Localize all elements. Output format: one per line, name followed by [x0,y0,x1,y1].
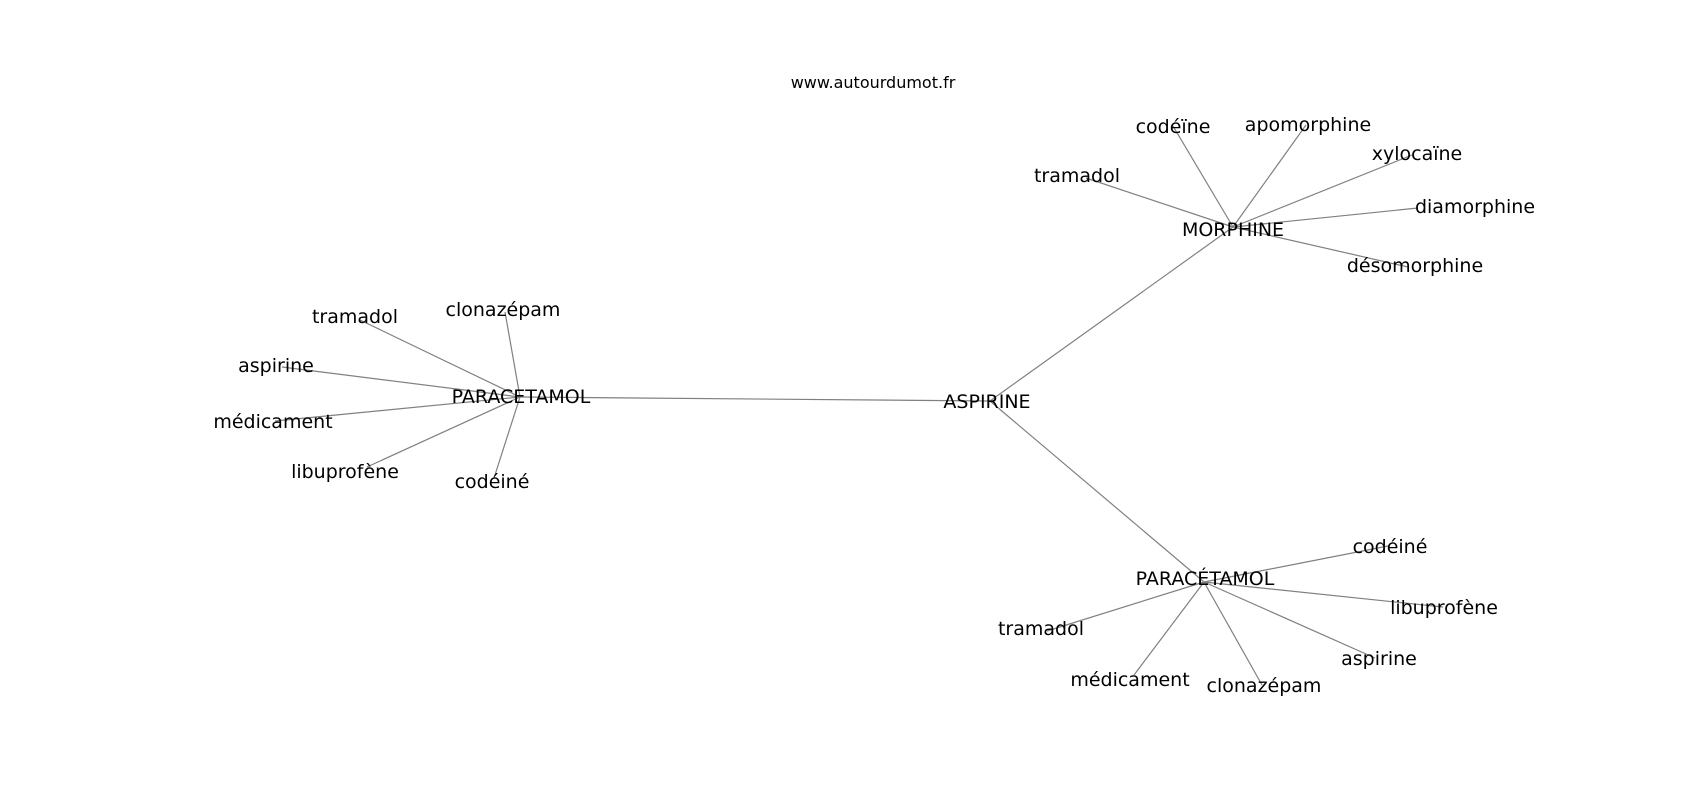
node-label-l-tramadol[interactable]: tramadol [312,306,398,328]
node-label-p-aspirine[interactable]: aspirine [1341,648,1417,670]
node-label-p-clonazepam[interactable]: clonazépam [1207,675,1322,697]
edge-aspirine_center-morphine [989,226,1234,402]
node-label-l-aspirine[interactable]: aspirine [238,355,314,377]
label-layer: ASPIRINE PARACETAMOL MORPHINE PARACÉTAMOL tr… [213,114,1535,697]
edge-morphine-m_apomorphine [1232,124,1307,228]
node-label-l-libuprofene[interactable]: libuprofène [291,461,399,483]
edge-paracetamol_left-l_aspirine [281,366,521,398]
edge-aspirine_center-paracetamol_accent [989,400,1205,583]
node-label-p-libuprofene[interactable]: libuprofène [1390,597,1498,619]
node-label-m-codeine[interactable]: codéïne [1136,116,1211,138]
node-label-paracetamol-accent[interactable]: PARACÉTAMOL [1136,567,1275,590]
edge-paracetamol_accent-p_codeine [1203,545,1389,583]
edge-paracetamol_accent-p_clonazepam [1203,581,1263,686]
edge-paracetamol_accent-p_tramadol [1046,581,1205,632]
edge-morphine-m_xylocaine [1232,154,1413,228]
edge-paracetamol_left-l_codeine [493,396,521,479]
node-label-m-desomorphine[interactable]: désomorphine [1347,255,1483,277]
node-label-l-codeine[interactable]: codéiné [455,471,530,493]
edge-paracetamol_accent-p_medicament [1133,581,1205,676]
node-label-p-medicament[interactable]: médicament [1070,669,1189,691]
edge-paracetamol_left-l_medicament [274,396,521,422]
node-label-l-medicament[interactable]: médicament [213,411,332,433]
node-label-aspirine-center[interactable]: ASPIRINE [943,391,1030,413]
edge-layer [274,124,1444,686]
edge-aspirine_center-paracetamol_left [519,396,991,402]
node-label-m-apomorphine[interactable]: apomorphine [1245,114,1371,136]
edge-morphine-m_diamorphine [1232,207,1419,228]
node-label-paracetamol-left[interactable]: PARACETAMOL [452,386,591,408]
source-label[interactable]: www.autourdumot.fr [791,73,956,92]
edge-morphine-m_codeine [1172,125,1234,228]
node-label-p-tramadol[interactable]: tramadol [998,618,1084,640]
node-label-m-diamorphine[interactable]: diamorphine [1415,196,1535,218]
edge-paracetamol_left-l_tramadol [359,319,521,398]
node-label-l-clonazepam[interactable]: clonazépam [446,299,561,321]
edge-paracetamol_left-l_clonazepam [504,311,521,398]
edge-paracetamol_accent-p_libuprofene [1203,581,1444,608]
edge-paracetamol_accent-p_aspirine [1203,581,1376,659]
node-label-m-tramadol[interactable]: tramadol [1034,165,1120,187]
edge-paracetamol_left-l_libuprofene [366,396,521,468]
node-label-m-xylocaine[interactable]: xylocaïne [1372,143,1463,165]
node-label-morphine[interactable]: MORPHINE [1182,219,1284,241]
node-label-p-codeine[interactable]: codéiné [1353,536,1428,558]
edge-morphine-m_tramadol [1085,177,1234,228]
edge-morphine-m_desomorphine [1232,226,1409,268]
